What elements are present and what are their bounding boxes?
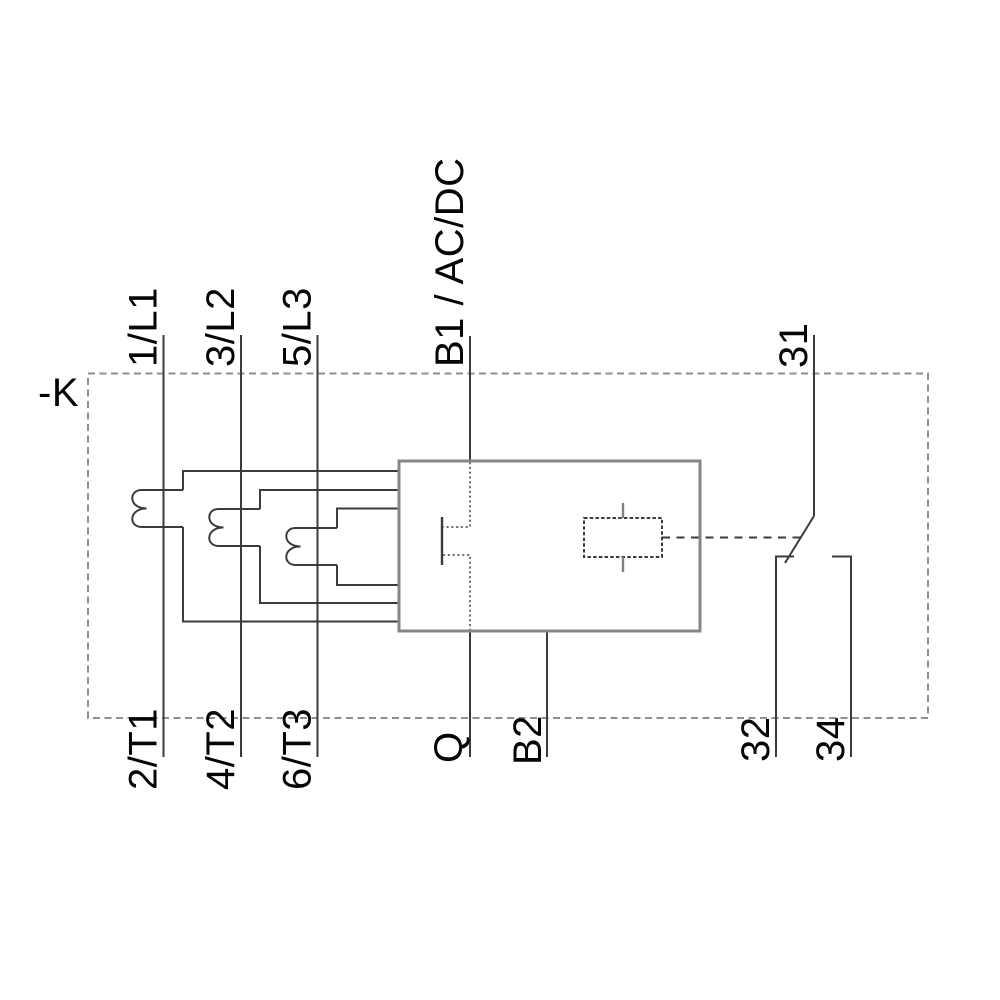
- internal-dotted-path: [443, 462, 471, 630]
- heater-link-l3-bottom: [336, 565, 399, 586]
- aux-contact-blade: [784, 515, 815, 564]
- terminal-label-4t2: 4/T2: [199, 708, 243, 790]
- terminal-label-31: 31: [772, 323, 816, 369]
- heater-element-l1: [131, 489, 183, 528]
- heater-link-l1-top: [182, 470, 399, 490]
- heater-element-l2: [208, 508, 260, 547]
- terminal-label-32: 32: [734, 717, 778, 763]
- heater-link-l1-bottom: [182, 527, 399, 623]
- terminal-label-5l3: 5/L3: [276, 287, 320, 367]
- aux-no-line-34: [832, 555, 852, 757]
- terminal-labels: -K 1/L1 3/L2 5/L3 B1 / AC/DC 31 2/T1 4/T…: [38, 157, 853, 790]
- terminal-label-1l1: 1/L1: [122, 287, 166, 367]
- device-tag-label: -K: [38, 371, 79, 415]
- trip-unit-box: [397, 459, 702, 633]
- terminal-label-b1-acdc: B1 / AC/DC: [428, 157, 472, 367]
- aux-nc-line-32: [775, 555, 794, 757]
- dotted-path-lower: [443, 554, 471, 630]
- terminal-label-b2: B2: [506, 715, 550, 765]
- terminal-label-q: Q: [427, 731, 471, 763]
- terminal-label-3l2: 3/L2: [199, 287, 243, 367]
- device-boundary-frame: [87, 372, 929, 719]
- terminal-label-34: 34: [809, 717, 853, 763]
- heater-link-l2-bottom: [259, 546, 399, 604]
- terminal-label-2t1: 2/T1: [122, 708, 166, 790]
- dotted-path-upper: [443, 462, 471, 528]
- heater-link-l2-top: [259, 489, 399, 509]
- heater-link-l3-top: [336, 507, 399, 528]
- terminal-label-6t3: 6/T3: [276, 708, 320, 790]
- heater-element-l3: [285, 527, 337, 566]
